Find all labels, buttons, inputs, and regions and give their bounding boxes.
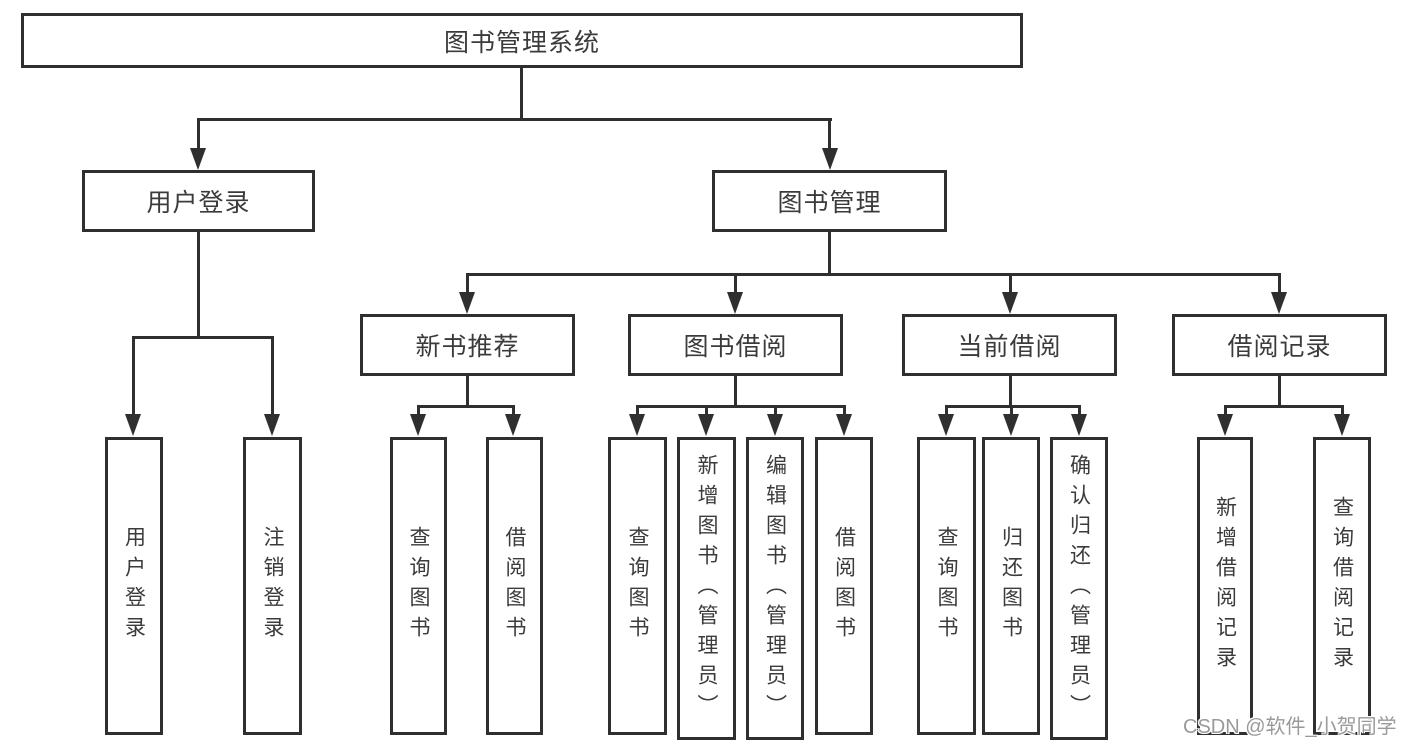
node-confirm-return-admin: 确认归还（管理员） <box>1050 437 1108 740</box>
watermark: CSDN @软件_小贺同学 <box>1183 716 1397 738</box>
arrow-down-icon <box>125 414 141 436</box>
node-label: 查询图书 <box>626 526 649 646</box>
node-label: 编辑图书（管理员） <box>763 453 787 724</box>
node-borrow-books-recommend: 借阅图书 <box>486 437 543 735</box>
connector-line <box>705 405 708 416</box>
connector-line <box>1278 376 1281 405</box>
connector-line <box>636 405 639 416</box>
connector-line <box>132 336 274 339</box>
connector-line <box>1278 273 1281 295</box>
arrow-down-icon <box>505 414 521 436</box>
node-label: 注销登录 <box>261 526 284 646</box>
connector-line <box>1009 273 1012 295</box>
node-label: 借阅记录 <box>1227 333 1332 361</box>
connector-line <box>1009 376 1012 405</box>
arrow-down-icon <box>938 414 954 436</box>
node-edit-book-admin: 编辑图书（管理员） <box>746 437 804 740</box>
node-label: 图书管理 <box>777 189 882 217</box>
arrow-down-icon <box>836 414 852 436</box>
node-label: 确认归还（管理员） <box>1067 453 1091 724</box>
connector-line <box>945 405 948 416</box>
node-label: 新增借阅记录 <box>1213 496 1237 676</box>
arrow-down-icon <box>822 148 838 170</box>
node-borrowing-records: 借阅记录 <box>1172 314 1387 376</box>
node-user-login: 用户登录 <box>82 170 315 232</box>
connector-line <box>271 336 274 416</box>
node-label: 归还图书 <box>999 526 1023 646</box>
connector-line <box>1078 405 1081 416</box>
connector-line <box>197 118 832 121</box>
node-library-management-system: 图书管理系统 <box>21 13 1023 68</box>
arrow-down-icon <box>629 414 645 436</box>
arrow-down-icon <box>264 414 280 436</box>
connector-line <box>520 68 523 118</box>
node-logout-action: 注销登录 <box>243 437 302 735</box>
node-query-books-current: 查询图书 <box>917 437 976 735</box>
node-label: 用户登录 <box>146 189 251 217</box>
arrow-down-icon <box>1217 414 1233 436</box>
arrow-down-icon <box>767 414 783 436</box>
node-book-management: 图书管理 <box>712 170 947 232</box>
node-label: 用户登录 <box>122 526 146 646</box>
connector-line <box>636 405 845 408</box>
connector-line <box>466 273 469 295</box>
node-label: 查询图书 <box>407 526 430 646</box>
node-new-book-recommendation: 新书推荐 <box>360 314 575 376</box>
node-add-book-admin: 新增图书（管理员） <box>677 437 736 740</box>
connector-line <box>1224 405 1343 408</box>
arrow-down-icon <box>1334 414 1350 436</box>
arrow-down-icon <box>698 414 714 436</box>
connector-line <box>734 376 737 405</box>
arrow-down-icon <box>727 292 743 314</box>
node-label: 借阅图书 <box>832 526 856 646</box>
node-label: 新增图书（管理员） <box>695 453 718 724</box>
connector-line <box>197 118 200 150</box>
connector-line <box>1010 405 1013 416</box>
node-label: 借阅图书 <box>503 526 526 646</box>
connector-line <box>774 405 777 416</box>
connector-line <box>417 405 514 408</box>
connector-line <box>1224 405 1227 416</box>
node-book-borrowing: 图书借阅 <box>628 314 843 376</box>
connector-line <box>197 232 200 336</box>
node-label: 图书管理系统 <box>443 28 600 57</box>
connector-line <box>512 405 515 416</box>
node-label: 查询图书 <box>935 526 958 646</box>
arrow-down-icon <box>1071 414 1087 436</box>
connector-line <box>1341 405 1344 416</box>
arrow-down-icon <box>1003 414 1019 436</box>
node-return-books: 归还图书 <box>982 437 1040 735</box>
node-borrow-books-borrowing: 借阅图书 <box>815 437 873 735</box>
connector-line <box>132 336 135 416</box>
node-user-login-action: 用户登录 <box>105 437 163 735</box>
connector-line <box>828 118 831 150</box>
arrow-down-icon <box>410 414 426 436</box>
node-query-books-recommend: 查询图书 <box>390 437 447 735</box>
node-label: 图书借阅 <box>683 333 788 361</box>
node-add-borrowing-record: 新增借阅记录 <box>1197 437 1253 735</box>
arrow-down-icon <box>459 292 475 314</box>
node-query-borrowing-record: 查询借阅记录 <box>1313 437 1371 735</box>
connector-line <box>466 376 469 405</box>
node-query-books-borrowing: 查询图书 <box>608 437 667 735</box>
node-label: 当前借阅 <box>957 333 1062 361</box>
arrow-down-icon <box>190 148 206 170</box>
connector-line <box>734 273 737 295</box>
connector-line <box>466 273 1280 276</box>
connector-line <box>417 405 420 416</box>
arrow-down-icon <box>1271 292 1287 314</box>
node-label: 新书推荐 <box>415 333 520 361</box>
connector-line <box>828 232 831 273</box>
node-current-borrowing: 当前借阅 <box>902 314 1117 376</box>
node-label: 查询借阅记录 <box>1330 496 1354 676</box>
connector-line <box>843 405 846 416</box>
arrow-down-icon <box>1002 292 1018 314</box>
